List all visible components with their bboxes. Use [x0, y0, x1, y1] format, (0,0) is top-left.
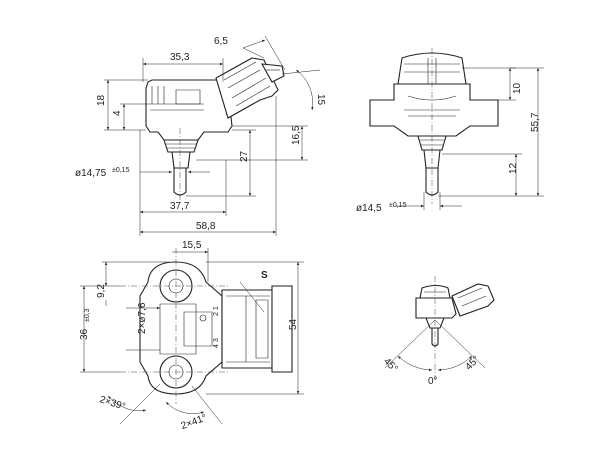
dim-top-offset: 6,5	[214, 36, 228, 47]
dim-probe-height: 27	[239, 150, 250, 162]
dim-front-top-height: 10	[512, 82, 523, 94]
dim-diameter: ø14,75	[75, 168, 107, 179]
top-view-body: S 4 3 2 1	[120, 248, 293, 404]
dim-right-height: 16,5	[291, 125, 302, 145]
top-view: S 4 3 2 1 15,5 36 ±0,3 9,2 2×ø7,6 54	[79, 240, 304, 432]
mounting-angle-center: 0°	[428, 376, 438, 387]
side-view: 35,3 6,5 15 18 4 16,5 27	[75, 35, 326, 236]
mounting-view: 45° 0° 45°	[381, 276, 495, 387]
dim-front-probe-height: 12	[508, 162, 519, 174]
dim-left-small: 4	[112, 110, 123, 116]
dim-hole-spacing: 36	[79, 328, 90, 340]
dim-top-width: 35,3	[170, 52, 190, 63]
front-view: 10 55,7 12 ø14,5 ±0,15	[356, 48, 544, 214]
dim-diameter-tolerance: ±0,15	[112, 167, 130, 174]
dim-offset-small: 9,2	[96, 284, 107, 298]
mounting-view-dimensions: 45° 0° 45°	[381, 354, 482, 387]
dim-top-view-height: 54	[288, 318, 299, 330]
section-label: S	[261, 270, 268, 281]
mounting-angle-left: 45°	[381, 356, 399, 374]
side-view-body	[145, 57, 285, 204]
dim-angle-left: 2×39°	[98, 394, 127, 413]
dim-front-total-height: 55,7	[530, 112, 541, 132]
dim-top-view-offset: 15,5	[182, 240, 202, 251]
dim-front-diameter-tolerance: ±0,15	[389, 202, 407, 209]
pin-numbers-right: 2 1	[213, 306, 220, 316]
dim-bottom-width-a: 37,7	[170, 201, 190, 212]
mounting-angle-right: 45°	[464, 354, 482, 372]
front-view-body	[369, 48, 499, 204]
dim-hole-diameter: 2×ø7,6	[137, 302, 148, 334]
front-view-dimensions: 10 55,7 12 ø14,5 ±0,15	[356, 67, 544, 214]
dim-bottom-width-b: 58,8	[196, 221, 216, 232]
dim-front-diameter: ø14,5	[356, 203, 382, 214]
dim-hole-spacing-tolerance: ±0,3	[84, 308, 91, 322]
dim-angle: 15	[315, 94, 326, 106]
pin-numbers-left: 4 3	[213, 338, 220, 348]
dim-angle-right: 2×41°	[180, 413, 209, 432]
mounting-view-body	[384, 276, 495, 380]
side-view-dimensions: 35,3 6,5 15 18 4 16,5 27	[75, 35, 326, 236]
dim-left-height: 18	[96, 94, 107, 106]
